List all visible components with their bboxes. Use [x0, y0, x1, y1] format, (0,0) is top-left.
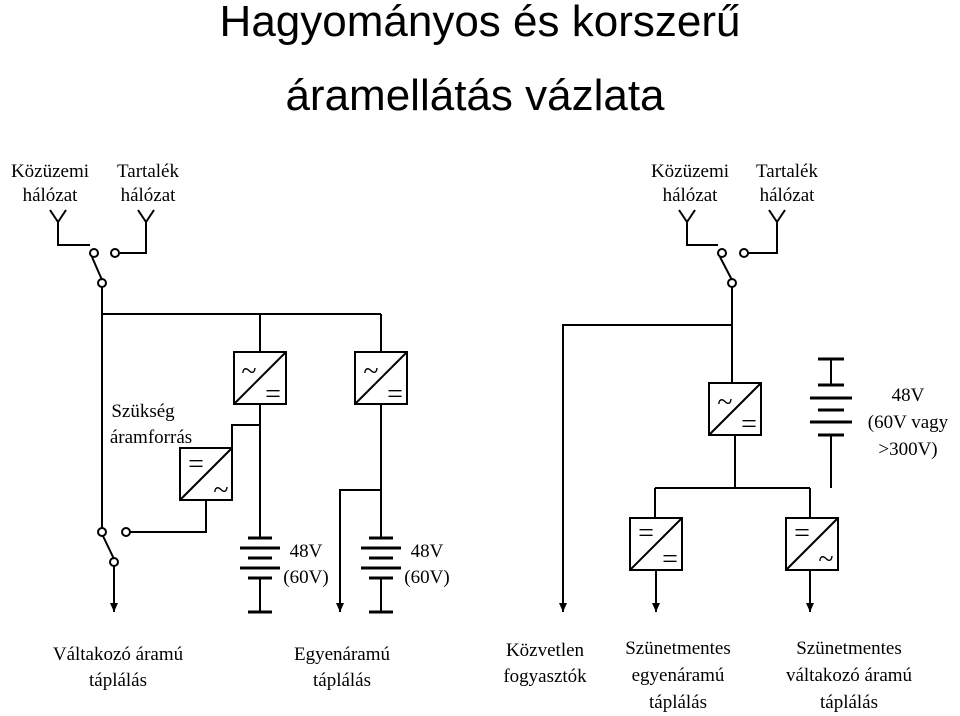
- output-ac-label-2: táplálás: [89, 670, 147, 691]
- battery2-label-1: 48V: [411, 541, 444, 562]
- left-grid-backup-label-2: hálózat: [121, 185, 177, 206]
- svg-text:~: ~: [717, 387, 732, 418]
- antenna-icon: [49, 209, 90, 246]
- right-grid-backup-label-1: Tartalék: [756, 161, 818, 182]
- svg-text:~: ~: [363, 356, 378, 387]
- svg-text:=: =: [794, 518, 810, 549]
- output-ups-ac-label-1: Szünetmentes: [796, 638, 902, 659]
- emergency-source-label-2: áramforrás: [110, 427, 192, 448]
- modern-diagram: Közüzemi hálózat Tartalék hálózat ~ = 4: [503, 161, 948, 713]
- left-grid-backup-label-1: Tartalék: [117, 161, 179, 182]
- right-grid-backup-label-2: hálózat: [760, 185, 816, 206]
- svg-text:~: ~: [818, 544, 833, 575]
- traditional-diagram: Közüzemi hálózat Tartalék hálózat ~ = ~ …: [11, 161, 450, 691]
- converter-icon: = ~: [179, 447, 233, 506]
- output-ups-ac-label-3: táplálás: [820, 692, 878, 713]
- converter-icon: ~ =: [233, 351, 287, 410]
- output-dc-label-1: Egyenáramú: [294, 644, 391, 665]
- antenna-icon: [748, 209, 786, 254]
- title-line-1: Hagyományos és korszerű: [220, 0, 741, 46]
- output-direct-label-2: fogyasztók: [503, 666, 587, 687]
- switch-icon: [89, 248, 120, 288]
- converter-icon: ~ =: [354, 351, 408, 410]
- svg-text:=: =: [638, 518, 654, 549]
- battery1-label-1: 48V: [290, 541, 323, 562]
- svg-text:=: =: [387, 379, 403, 410]
- left-grid-main-label-2: hálózat: [23, 185, 79, 206]
- output-direct-label-1: Közvetlen: [506, 640, 585, 661]
- battery2-label-2: (60V): [404, 567, 449, 588]
- battery1-label-2: (60V): [283, 567, 328, 588]
- emergency-source-label-1: Szükség: [111, 401, 175, 422]
- svg-text:=: =: [265, 379, 281, 410]
- svg-text:~: ~: [241, 356, 256, 387]
- output-dc-label-2: táplálás: [313, 670, 371, 691]
- output-ups-dc-label-3: táplálás: [649, 692, 707, 713]
- battery-icon: [240, 536, 280, 614]
- output-ups-dc-label-2: egyenáramú: [632, 665, 725, 686]
- svg-text:=: =: [741, 409, 757, 440]
- switch-icon: [97, 527, 131, 567]
- converter-icon: = =: [629, 517, 683, 575]
- output-ups-dc-label-1: Szünetmentes: [625, 638, 731, 659]
- antenna-icon: [678, 209, 718, 246]
- output-ups-ac-label-2: váltakozó áramú: [786, 665, 913, 686]
- svg-text:~: ~: [213, 475, 228, 506]
- battery-icon: [361, 536, 401, 614]
- right-battery-label-3: >300V): [878, 439, 937, 460]
- switch-icon: [717, 248, 749, 288]
- converter-icon: ~ =: [708, 382, 762, 440]
- right-battery-label-1: 48V: [892, 385, 925, 406]
- svg-text:=: =: [662, 544, 678, 575]
- svg-text:=: =: [188, 449, 204, 480]
- right-battery-label-2: (60V vagy: [868, 412, 949, 433]
- battery-icon: [810, 357, 852, 437]
- converter-icon: = ~: [785, 517, 839, 575]
- right-grid-main-label-2: hálózat: [663, 185, 719, 206]
- antenna-icon: [120, 209, 155, 254]
- title-line-2: áramellátás vázlata: [285, 71, 665, 120]
- output-ac-label-1: Váltakozó áramú: [53, 644, 184, 665]
- left-grid-main-label-1: Közüzemi: [11, 161, 89, 182]
- right-grid-main-label-1: Közüzemi: [651, 161, 729, 182]
